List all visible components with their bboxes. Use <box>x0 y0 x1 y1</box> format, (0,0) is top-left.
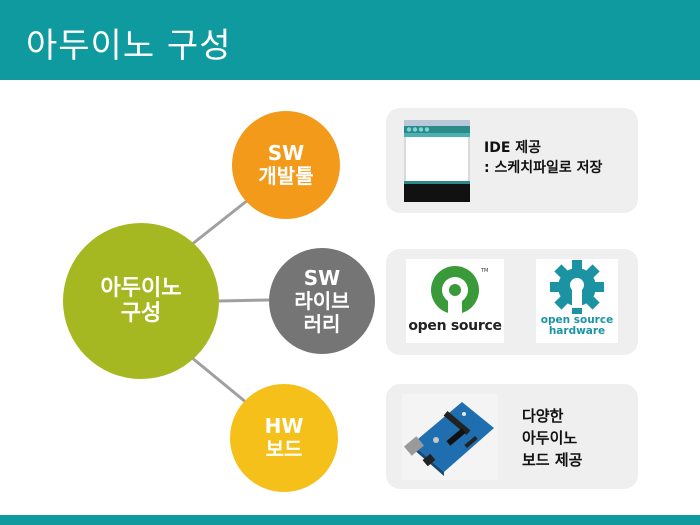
open-source-hardware-logo-text: open source hardware <box>536 314 618 338</box>
oshw-text-line1: open source <box>540 314 614 326</box>
svg-text:TM: TM <box>480 268 488 274</box>
board-description-line1: 다양한 <box>522 407 564 425</box>
ide-description: IDE 제공 : 스케치파일로 저장 <box>484 138 602 179</box>
open-source-hardware-logo: open source hardware <box>536 259 618 343</box>
node-sw-devtool-line1: SW <box>267 141 305 165</box>
ide-description-line1: IDE 제공 <box>484 140 542 156</box>
center-node-arduino: 아두이노 구성 <box>63 223 219 379</box>
board-description: 다양한 아두이노 보드 제공 <box>522 406 582 471</box>
footer-bar <box>0 515 700 525</box>
node-sw-devtool-line2: 개발툴 <box>258 164 314 188</box>
node-sw-library-line2: 라이브 <box>294 288 350 313</box>
slide-title: 아두이노 구성 <box>26 26 232 66</box>
panel-ide: IDE 제공 : 스케치파일로 저장 <box>386 108 638 213</box>
title-bar: 아두이노 구성 <box>0 0 700 80</box>
node-hw-board-line2: 보드 <box>265 437 303 461</box>
board-description-line3: 보드 제공 <box>522 450 583 469</box>
ide-screenshot-image <box>404 120 470 202</box>
node-sw-library-line1: SW <box>303 265 341 290</box>
ide-description-line2: : 스케치파일로 저장 <box>484 160 603 177</box>
node-sw-devtool: SW 개발툴 <box>232 111 340 219</box>
open-source-hardware-gear-icon <box>550 260 604 314</box>
open-source-logo: TM open source <box>406 259 504 343</box>
node-sw-library: SW 라이브 러리 <box>269 248 375 354</box>
open-source-keyhole-icon: TM <box>431 266 488 318</box>
panel-board: 다양한 아두이노 보드 제공 <box>386 384 638 489</box>
panel-library: TM open source open source hardware <box>386 249 638 355</box>
node-hw-board-line1: HW <box>264 414 304 438</box>
center-node-label-2: 구성 <box>120 301 162 326</box>
center-node-label-1: 아두이노 <box>100 275 182 301</box>
arduino-board-image <box>402 394 498 480</box>
oshw-text-line2: hardware <box>548 325 606 338</box>
board-description-line2: 아두이노 <box>522 428 578 447</box>
open-source-logo-text: open source <box>408 318 502 334</box>
node-hw-board: HW 보드 <box>230 384 338 492</box>
node-sw-library-line3: 러리 <box>303 311 341 336</box>
